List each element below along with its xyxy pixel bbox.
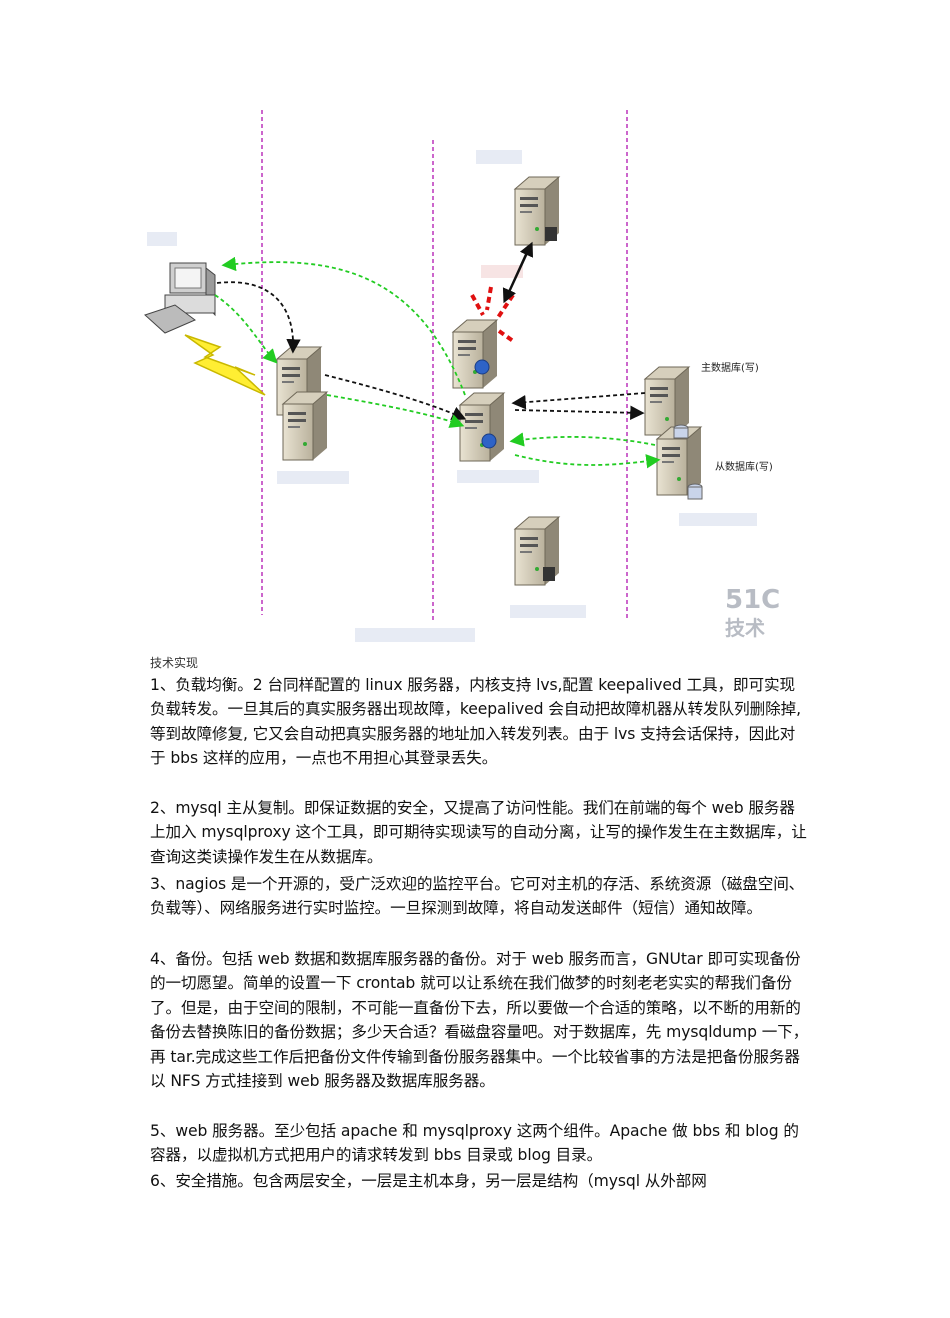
globe-icon — [482, 434, 496, 448]
screen-icon — [543, 567, 555, 581]
watermark-text: 技术 — [725, 616, 765, 640]
screen-icon — [545, 227, 557, 241]
slave-db-label: 从数据库(写) — [715, 460, 773, 473]
load-balancer-backup-server-icon — [283, 392, 327, 460]
paragraph-1: 1、负载均衡。2 台同样配置的 linux 服务器，内核支持 lvs,配置 ke… — [150, 673, 810, 771]
watermark-logo: 51C — [725, 585, 780, 615]
paragraph-5: 5、web 服务器。至少包括 apache 和 mysqlproxy 这两个组件… — [150, 1119, 810, 1168]
lightning-icon — [185, 335, 265, 395]
failed-real-server-icon — [453, 320, 497, 388]
architecture-diagram: 主数据库(写) 从数据库(写) 51C 技术 — [135, 105, 805, 650]
diagram-caption: 技术实现 — [150, 654, 198, 671]
paragraph-6: 6、安全措施。包含两层安全，一层是主机本身，另一层是结构（mysql 从外部网 — [150, 1169, 810, 1193]
client-pc-icon — [145, 263, 215, 333]
master-db-label: 主数据库(写) — [701, 361, 759, 374]
globe-icon — [475, 360, 489, 374]
paragraph-3: 3、nagios 是一个开源的，受广泛欢迎的监控平台。它可对主机的存活、系统资源… — [150, 872, 810, 921]
paragraph-4: 4、备份。包括 web 数据和数据库服务器的备份。对于 web 服务而言，GNU… — [150, 947, 810, 1093]
real-server-icon — [460, 393, 504, 461]
paragraph-2: 2、mysql 主从复制。即保证数据的安全，又提高了访问性能。我们在前端的每个 … — [150, 796, 810, 869]
